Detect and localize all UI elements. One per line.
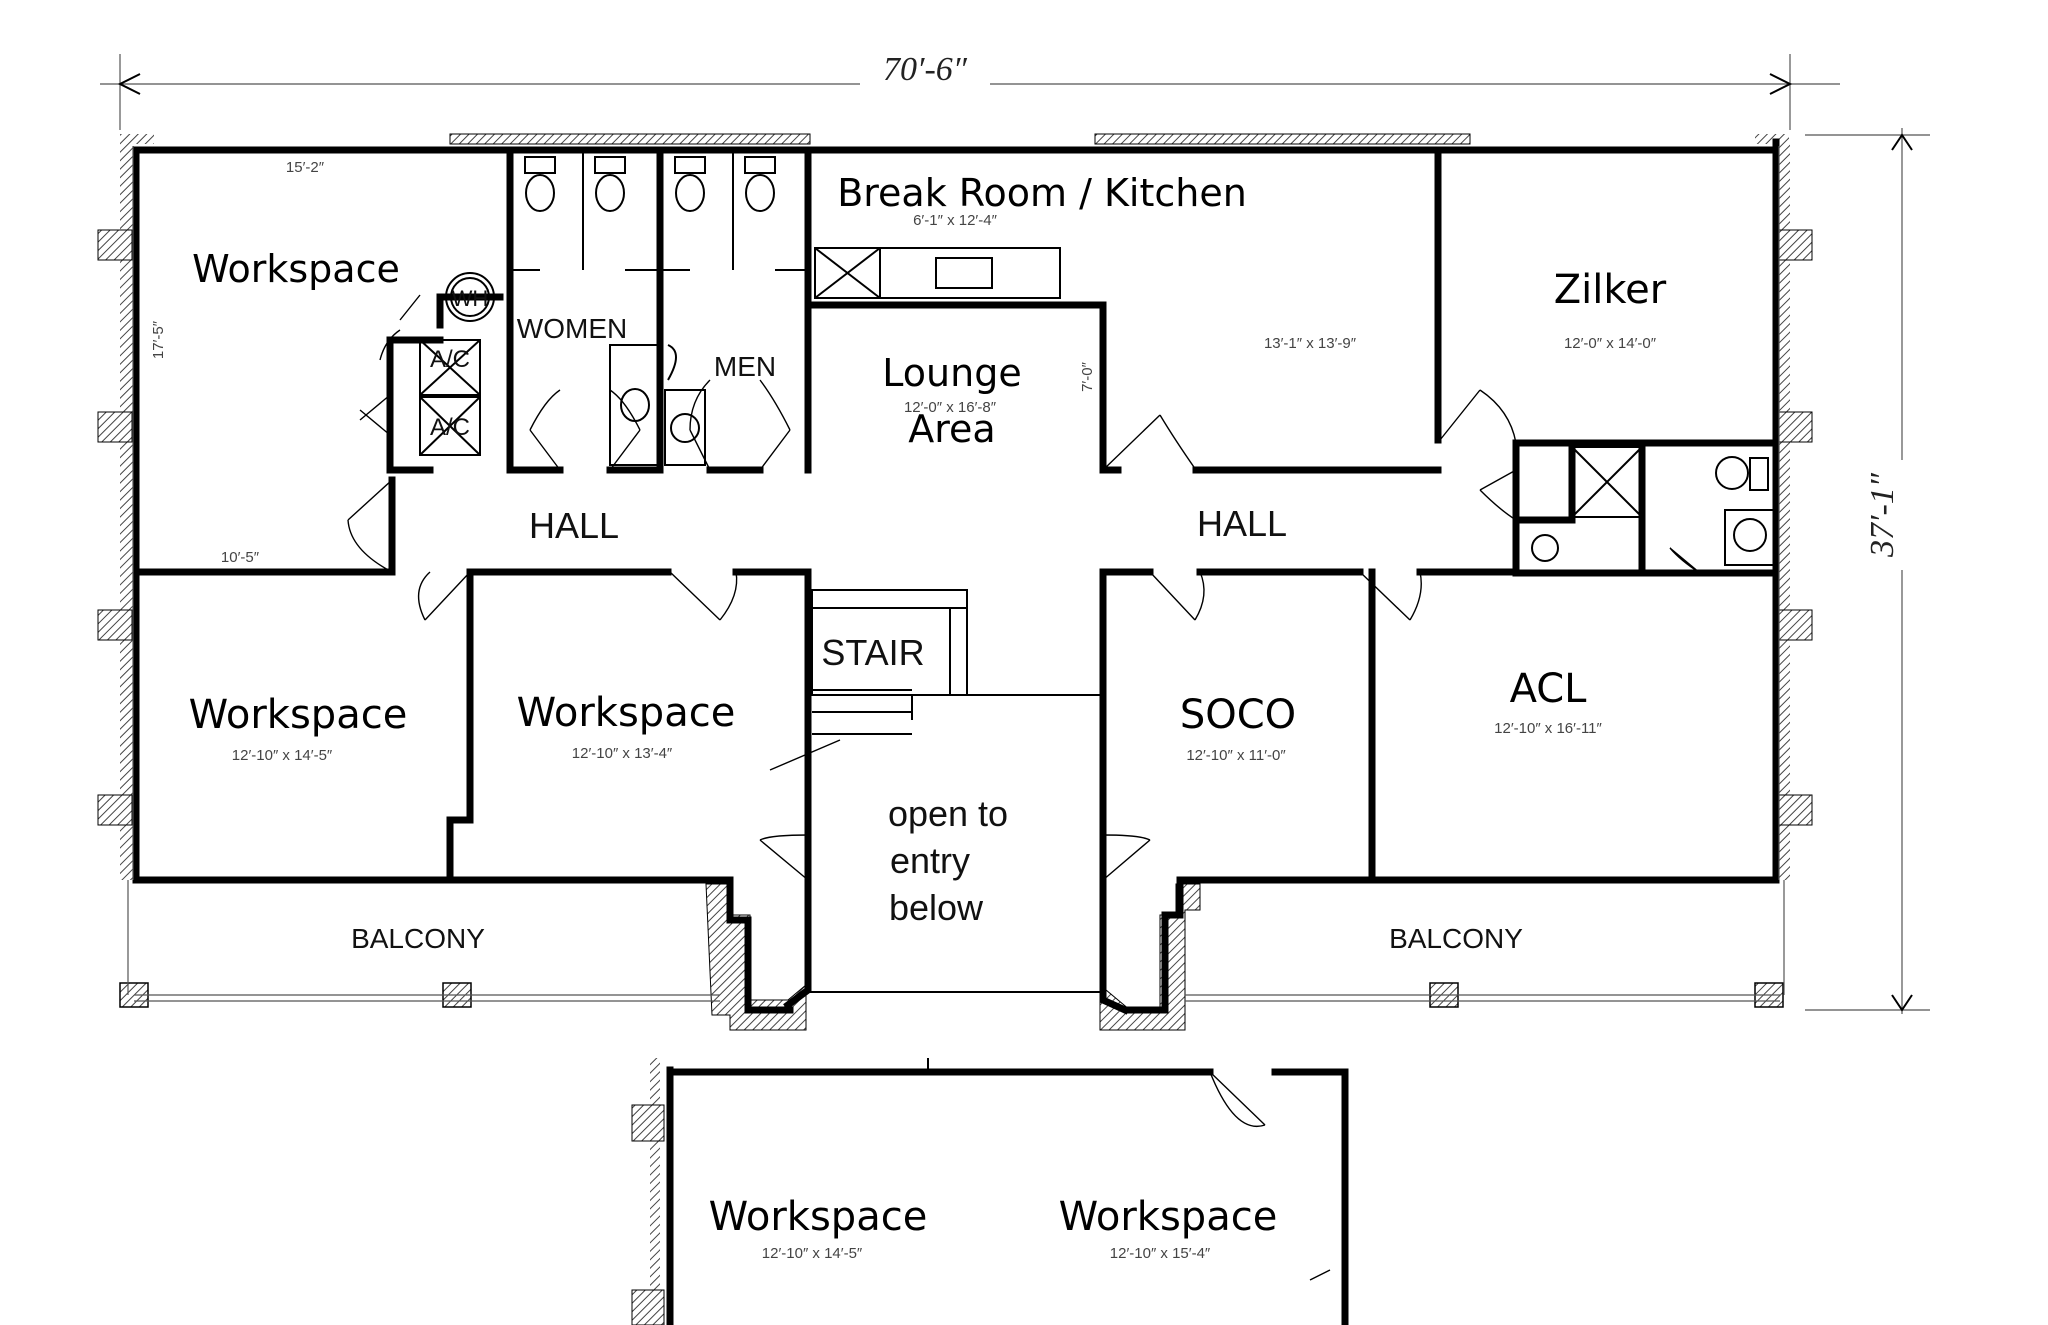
overall-width-label: 70′-6″: [883, 51, 968, 88]
overall-depth-dimension: 37′-1″: [1805, 128, 1930, 1014]
kitchen-dim: 13′-1″ x 13′-9″: [1264, 335, 1357, 352]
workspace-nw-label: Workspace: [192, 247, 400, 291]
overall-depth-label: 37′-1″: [1864, 472, 1901, 558]
stair-label: STAIR: [821, 632, 924, 673]
break-room-dim: 6′-1″ x 12′-4″: [913, 212, 997, 229]
open-to-entry-line-1: open to: [888, 793, 1008, 834]
plumbing-fixtures: [419, 150, 1776, 735]
west-room-depth-dim: 17′-5″: [150, 320, 167, 359]
men-label: MEN: [714, 351, 776, 382]
lounge-label-line-2: Area: [908, 407, 995, 451]
lower-workspace-right-label: Workspace: [1059, 1194, 1278, 1240]
zilker-dim: 12′-0″ x 14′-0″: [1564, 335, 1657, 352]
balcony-rails: [127, 146, 1785, 1002]
lounge-label-line-1: Lounge: [882, 351, 1021, 395]
overall-width-dimension: 70′-6″: [100, 48, 1840, 130]
lower-workspace-right-dim: 12′-10″ x 15′-4″: [1110, 1245, 1211, 1262]
workspace-sw-dim: 12′-10″ x 14′-5″: [232, 747, 333, 764]
hall-west-length-dim: 10′-5″: [221, 549, 260, 566]
open-to-entry-line-3: below: [889, 887, 984, 928]
ac-label-2: A/C: [430, 414, 470, 441]
hall-west-label: HALL: [529, 505, 619, 546]
acl-dim: 12′-10″ x 16′-11″: [1494, 720, 1602, 737]
zilker-label: Zilker: [1554, 267, 1667, 313]
women-label: WOMEN: [517, 313, 627, 344]
ac-label-1: A/C: [430, 346, 470, 373]
lower-workspace-left-label: Workspace: [709, 1194, 928, 1240]
workspace-sc-dim: 12′-10″ x 13′-4″: [572, 745, 673, 762]
lower-workspace-left-dim: 12′-10″ x 14′-5″: [762, 1245, 863, 1262]
lounge-side-dim: 7′-0″: [1079, 361, 1096, 391]
acl-label: ACL: [1510, 666, 1588, 712]
workspace-sw-label: Workspace: [189, 692, 408, 738]
lounge-dim: 12′-0″ x 16′-8″: [904, 399, 997, 416]
door-swings: [347, 294, 1701, 1281]
open-to-entry-line-2: entry: [890, 840, 970, 881]
balcony-east-label: BALCONY: [1389, 923, 1523, 954]
water-heater-label: WH: [452, 286, 489, 311]
soco-label: SOCO: [1180, 692, 1296, 738]
workspace-nw-dim: 15′-2″: [286, 159, 325, 176]
break-room-label: Break Room / Kitchen: [837, 171, 1247, 215]
workspace-sc-label: Workspace: [517, 690, 736, 736]
balcony-west-label: BALCONY: [351, 923, 485, 954]
hall-east-label: HALL: [1197, 503, 1287, 544]
soco-dim: 12′-10″ x 11′-0″: [1186, 747, 1286, 764]
